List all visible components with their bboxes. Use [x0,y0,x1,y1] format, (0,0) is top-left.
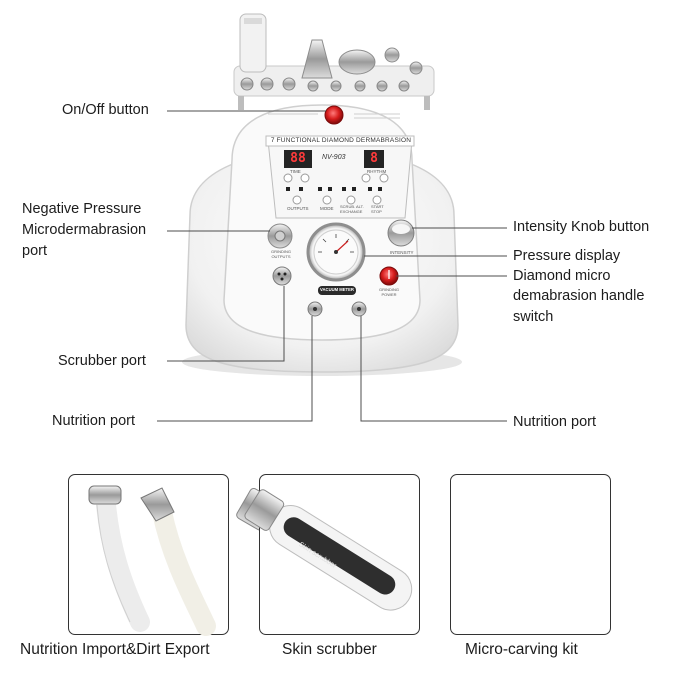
callout-intensity-knob: Intensity Knob button [513,219,650,235]
tray-dome-tip [338,49,376,75]
callout-nutrition-port-right: Nutrition port [513,414,597,430]
caption-kit: Micro-carving kit [465,641,578,658]
display-right [364,150,384,168]
display-left-value: 88 [290,151,306,166]
label-grinding-outputs: GRINDING OUTPUTS [271,249,291,259]
tray-scrubber [239,13,267,73]
callout-diamond-2: demabrasion handle [513,288,645,304]
label-intensity: INTENSITY [390,250,414,255]
display-left [284,150,312,168]
panel-scrubber [259,474,420,635]
callout-lines [157,110,507,422]
label-mode: MODE [320,206,334,211]
callout-pressure-display: Pressure display [513,248,621,264]
tray-cone-tip [301,39,333,79]
label-grinding-power: GRINDING POWER [379,287,399,297]
display-right-value: 8 [370,151,378,166]
panel-title: 7 FUNCTIONAL DIAMOND DERMABRASION [270,137,412,144]
label-exchange: SCRUB. ALT. EXCHANGE [340,204,364,214]
callout-nutrition-port-left: Nutrition port [52,413,136,429]
callout-on-off: On/Off button [62,102,149,118]
callout-negative-pressure-2: Microdermabrasion [22,222,147,238]
model-label: NV-903 [322,154,346,161]
callout-diamond-1: Diamond micro [513,268,611,284]
on-off-button [324,105,344,125]
callout-diamond-3: switch [513,309,554,325]
callout-scrubber-port: Scrubber port [58,353,146,369]
label-rhythm: RHYTHM [367,169,387,174]
scrubber-port [272,266,292,286]
callout-negative-pressure-1: Negative Pressure [22,201,142,217]
label-vacuum-meter: VACUUM METER [320,287,354,292]
callout-negative-pressure-3: port [22,243,47,259]
label-start-stop: START STOP [371,204,384,214]
caption-scrubber: Skin scrubber [282,641,377,658]
caption-nutrition: Nutrition Import&Dirt Export [20,641,210,658]
panel-kit [450,474,611,635]
label-time: TIME [290,169,301,174]
label-outputs: OUTPUTS [287,206,309,211]
tray-small-tips [240,77,410,92]
panel-nutrition [68,474,229,635]
